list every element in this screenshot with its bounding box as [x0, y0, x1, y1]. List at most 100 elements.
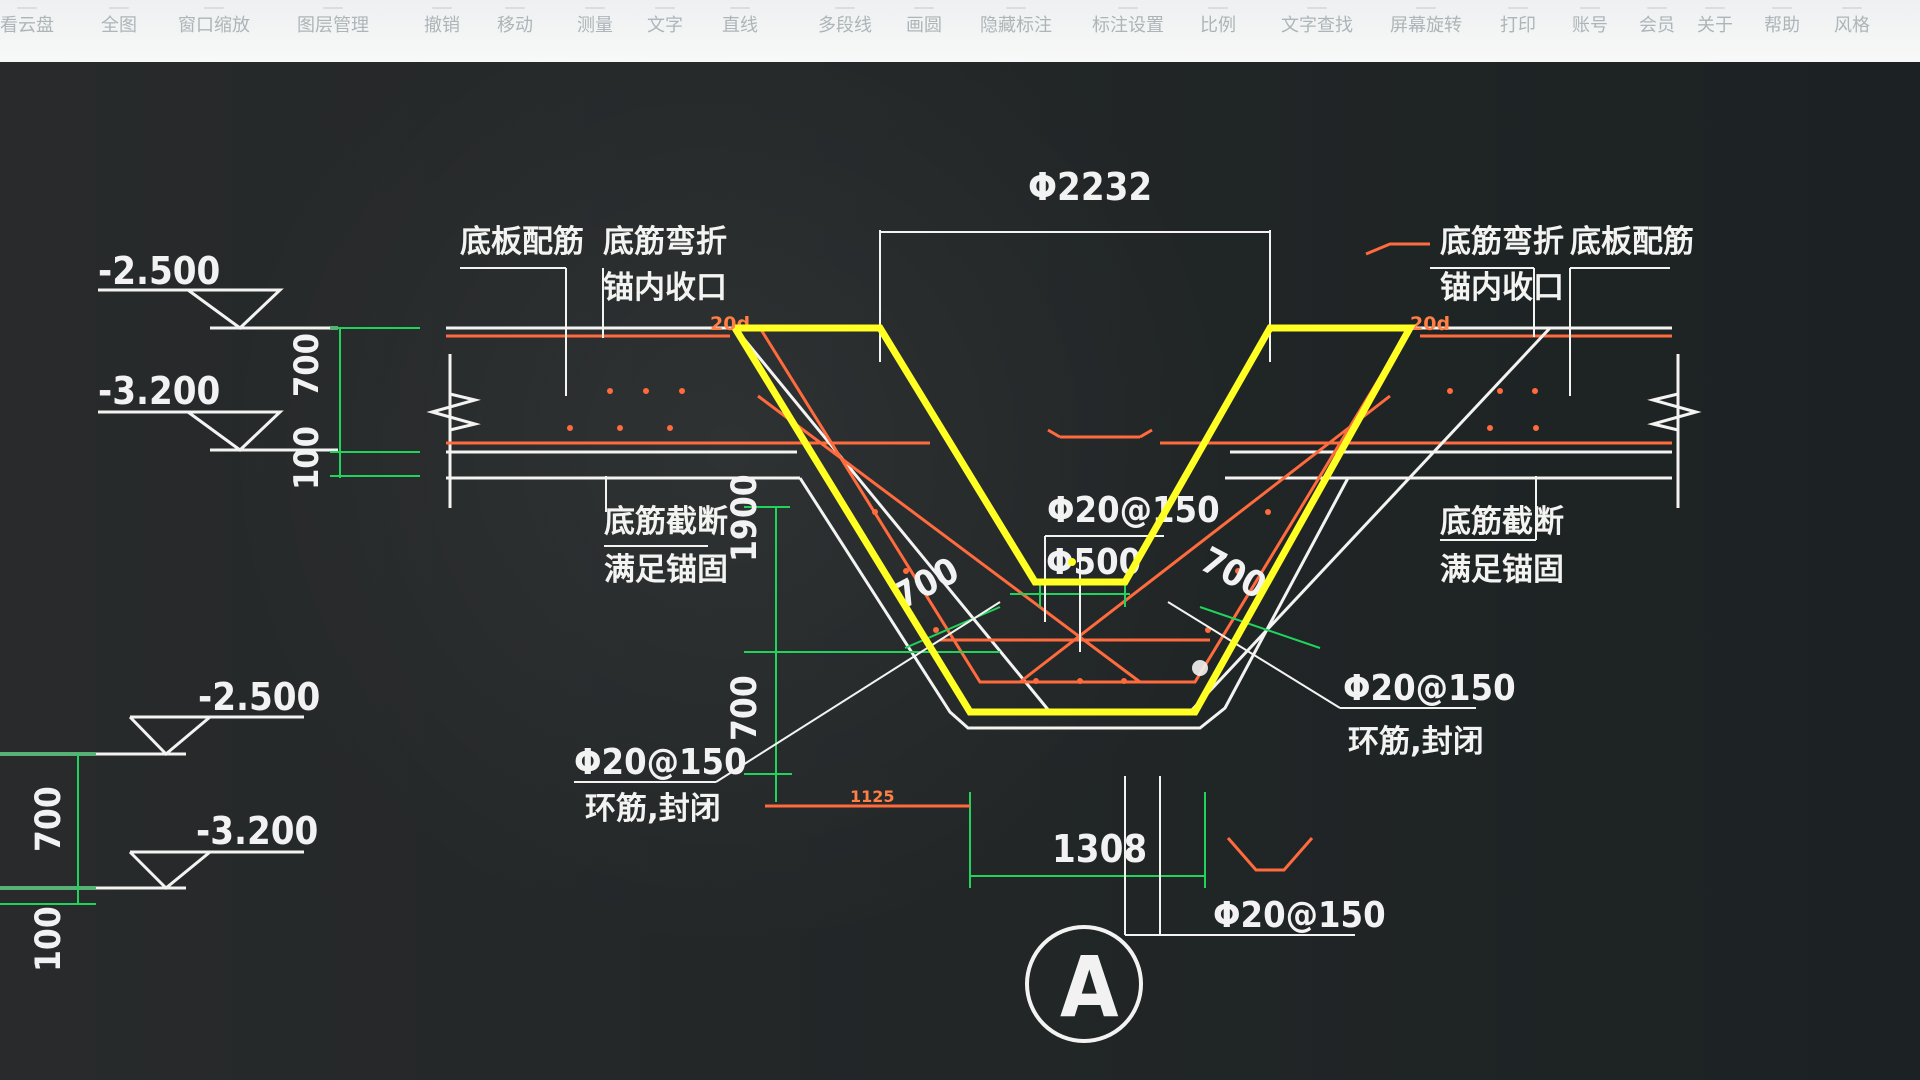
- axis-bubble: [1025, 925, 1143, 1043]
- scale-icon: [1208, 7, 1228, 9]
- tool-line[interactable]: 直线: [722, 7, 758, 37]
- left-slope-dimension: [904, 606, 1001, 649]
- tool-print-label: 打印: [1500, 15, 1536, 35]
- tool-help[interactable]: 帮助: [1764, 7, 1800, 37]
- left-ring-note: 环筋,封闭: [585, 791, 721, 827]
- left-small-code: 20d: [710, 313, 750, 335]
- tool-dimension-settings[interactable]: 标注设置: [1092, 7, 1164, 37]
- help-icon: [1772, 7, 1792, 9]
- tool-full-view-label: 全图: [101, 15, 137, 35]
- left-label-bottom-reinforcement: 底板配筋: [460, 224, 584, 260]
- print-icon: [1508, 7, 1528, 9]
- tool-hide-dimension[interactable]: 隐藏标注: [980, 7, 1052, 37]
- dimension-settings-icon: [1118, 7, 1138, 9]
- tool-line-label: 直线: [722, 15, 758, 35]
- right-slope-dimension: [1199, 606, 1321, 649]
- tool-screen-rotate[interactable]: 屏幕旋转: [1390, 7, 1462, 37]
- drawing-canvas-area[interactable]: -2.500 -3.200 700 100: [0, 62, 1920, 1080]
- about-icon: [1705, 7, 1725, 9]
- tool-print[interactable]: 打印: [1500, 7, 1536, 37]
- elevation-symbol-top: [187, 288, 284, 330]
- tool-scale-label: 比例: [1200, 15, 1236, 35]
- line-icon: [730, 7, 750, 9]
- lower-elevation-symbol-top: [128, 715, 215, 757]
- circle-icon: [914, 7, 934, 9]
- tool-text-search[interactable]: 文字查找: [1281, 7, 1353, 37]
- left-slope-700: 700: [887, 550, 966, 618]
- vertical-dimension-700: 700: [725, 675, 765, 741]
- lower-height-700: 700: [29, 786, 69, 852]
- axis-label: A: [1060, 938, 1119, 1036]
- center-rebar-label: Φ20@150: [1047, 490, 1220, 531]
- tool-window-zoom[interactable]: 窗口缩放: [178, 7, 250, 37]
- screen-rotate-icon: [1416, 7, 1436, 9]
- tool-undo-label: 撤销: [424, 15, 460, 35]
- rebar-dots: [567, 388, 1539, 684]
- move-icon: [505, 7, 525, 9]
- right-ring-rebar-label: Φ20@150: [1343, 668, 1516, 709]
- cloud-disk-icon: [17, 7, 37, 9]
- tool-cloud-disk-label: 看云盘: [0, 15, 54, 35]
- full-view-icon: [109, 7, 129, 9]
- cad-drawing[interactable]: -2.500 -3.200 700 100: [0, 62, 1920, 1080]
- right-diagonal-rebar: [1019, 394, 1391, 684]
- trench-main-rebar: [758, 327, 1412, 684]
- bottom-right-rebar-shape: [1226, 837, 1314, 872]
- tool-account-label: 账号: [1572, 15, 1608, 35]
- tool-dimension-settings-label: 标注设置: [1092, 15, 1164, 35]
- tool-about[interactable]: 关于: [1697, 7, 1733, 37]
- right-label-bottom-reinforcement: 底板配筋: [1570, 224, 1694, 260]
- tool-circle-label: 画圆: [906, 15, 942, 35]
- text-icon: [655, 7, 675, 9]
- top-center-rebar-mark-end: [1139, 428, 1153, 439]
- tool-measure[interactable]: 测量: [577, 7, 613, 37]
- tool-move-label: 移动: [497, 15, 533, 35]
- tool-circle[interactable]: 画圆: [906, 7, 942, 37]
- tool-measure-label: 测量: [577, 15, 613, 35]
- tool-move[interactable]: 移动: [497, 7, 533, 37]
- tool-layer-manager-label: 图层管理: [297, 15, 369, 35]
- tool-polyline-label: 多段线: [818, 15, 872, 35]
- account-icon: [1580, 7, 1600, 9]
- right-ring-note-leader: [1167, 601, 1341, 709]
- tool-screen-rotate-label: 屏幕旋转: [1390, 15, 1462, 35]
- left-cut-note-2: 满足锚固: [604, 552, 728, 588]
- tool-full-view[interactable]: 全图: [101, 7, 137, 37]
- tool-member[interactable]: 会员: [1639, 7, 1675, 37]
- right-label-bend-2: 锚内收口: [1440, 270, 1564, 306]
- bottom-right-rebar-label: Φ20@150: [1213, 895, 1386, 936]
- tool-account[interactable]: 账号: [1572, 7, 1608, 37]
- polyline-icon: [835, 7, 855, 9]
- tool-window-zoom-label: 窗口缩放: [178, 15, 250, 35]
- center-pipe-marker: [1068, 558, 1076, 566]
- tool-scale[interactable]: 比例: [1200, 7, 1236, 37]
- right-bend-callout-mark: [1365, 242, 1430, 256]
- tool-layer-manager[interactable]: 图层管理: [297, 7, 369, 37]
- left-height-700: 700: [287, 333, 327, 397]
- tool-text[interactable]: 文字: [647, 7, 683, 37]
- left-ring-rebar-label: Φ20@150: [574, 742, 747, 783]
- elevation-symbol-mid: [187, 410, 284, 452]
- lower-elevation-bottom: -3.200: [196, 809, 318, 853]
- tool-undo[interactable]: 撤销: [424, 7, 460, 37]
- tool-polyline[interactable]: 多段线: [818, 7, 872, 37]
- tool-text-label: 文字: [647, 15, 683, 35]
- layer-manager-icon: [323, 7, 343, 9]
- lower-elevation-top: -2.500: [198, 675, 320, 719]
- right-ring-note: 环筋,封闭: [1348, 724, 1484, 760]
- bottom-width-label: 1308: [1052, 827, 1147, 871]
- trench-outer-outline: [798, 477, 1350, 730]
- right-cut-note-2: 满足锚固: [1440, 552, 1564, 588]
- left-label-bend-1: 底筋弯折: [603, 224, 727, 260]
- left-height-100: 100: [287, 426, 327, 490]
- top-dimension-text: Φ2232: [1028, 165, 1152, 209]
- member-icon: [1647, 7, 1667, 9]
- text-search-icon: [1307, 7, 1327, 9]
- left-label-bend-2: 锚内收口: [603, 270, 727, 306]
- undo-icon: [432, 7, 452, 9]
- tool-style[interactable]: 风格: [1834, 7, 1870, 37]
- left-elevation-mid: -3.200: [98, 369, 220, 413]
- right-small-code: 20d: [1410, 313, 1450, 335]
- tool-cloud-disk[interactable]: 看云盘: [0, 7, 54, 37]
